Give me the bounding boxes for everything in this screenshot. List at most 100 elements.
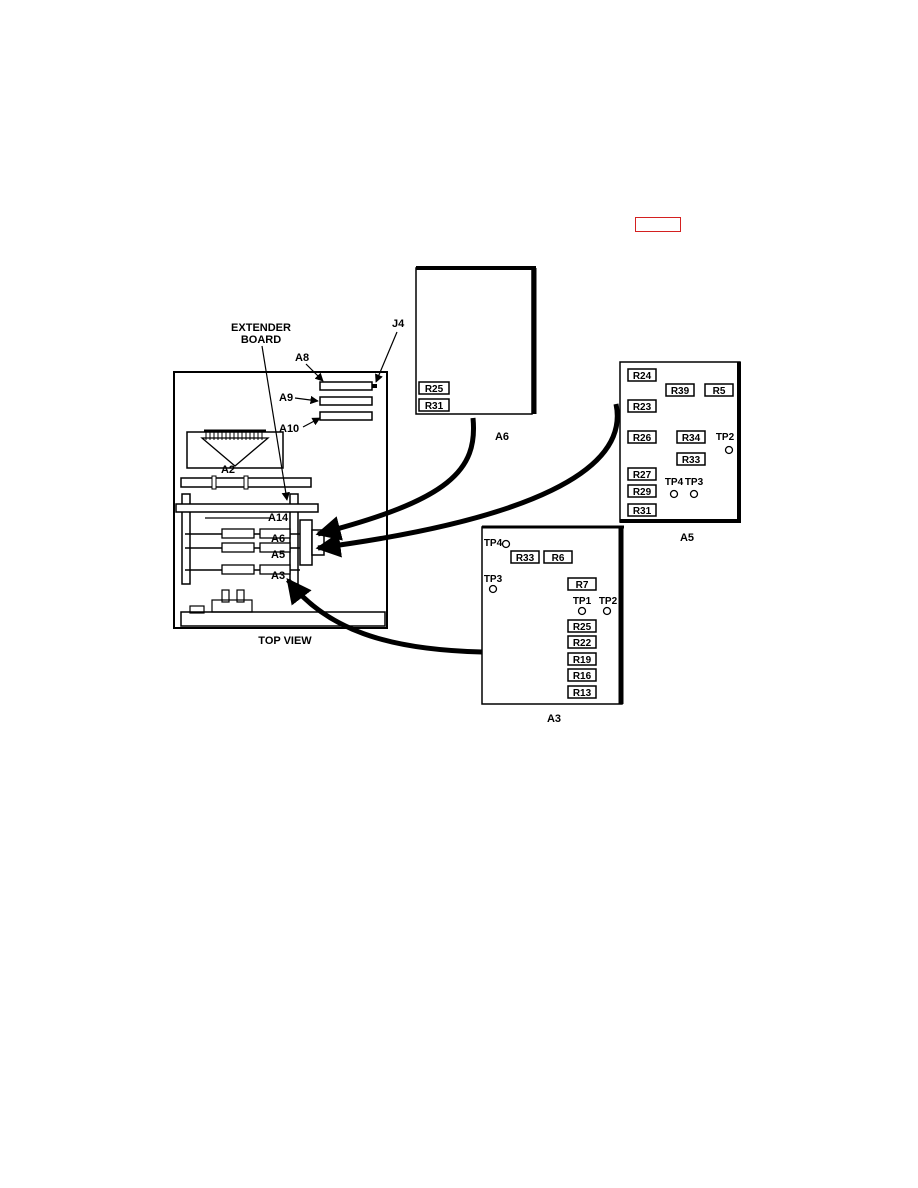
extender-board-leader [261,345,290,501]
a5-tp2-point [724,445,734,455]
a10-leader [302,417,321,428]
a5-board-label: A5 [680,532,694,544]
a2-triangle [200,437,270,467]
a3-r33 [510,550,540,564]
extender-board-label-1: EXTENDER [231,322,291,334]
a6-board-label: A6 [495,431,509,443]
a9-label: A9 [279,392,293,404]
a8-leader [305,363,324,382]
a3-tp4-label: TP4 [484,538,503,549]
a3-r19 [567,652,597,666]
extender-board-label-2: BOARD [241,334,281,346]
a5-r29 [627,484,657,498]
a3-tp3-point [488,584,498,594]
chassis-post [221,589,230,603]
a3-r6 [543,550,573,564]
chassis-foot [189,605,205,614]
a5-r34 [676,430,706,444]
a5-r26 [627,430,657,444]
extender-board [175,503,319,513]
a3-tp4-point [501,539,511,549]
a5-r33 [676,452,706,466]
chassis-post [236,589,245,603]
a3-r13 [567,685,597,699]
board-a3: TP4 R33 R6 TP3 R7 TP1 TP2 R25 R22 R19 R1… [481,525,624,725]
card-slot-a6 [185,528,300,539]
a5-r5 [704,383,734,397]
slot-a8 [319,381,373,391]
a5-slot-label: A5 [271,549,285,561]
a5-r27 [627,467,657,481]
a5-tp4-label: TP4 [665,477,684,488]
a3-r7-label: R7 [576,580,589,591]
slot-a9 [319,396,373,406]
chassis-top-view: EXTENDER BOARD J4 A8 A9 A10 A2 A14 A6 A5… [173,318,405,647]
a5-r5-label: R5 [713,386,726,397]
a14-label: A14 [268,512,289,524]
a6-r31-label: R31 [425,401,444,412]
a5-tp3-point [689,489,699,499]
board-a6: R25 R31 A6 [415,266,537,443]
a5-r39-label: R39 [671,386,690,397]
a3-r22 [567,635,597,649]
a6-slot-label: A6 [271,533,285,545]
a3-tp1-label: TP1 [573,596,592,607]
a10-label: A10 [279,423,299,435]
a3-board-label: A3 [547,713,561,725]
a5-r39 [665,383,695,397]
a5-r34-label: R34 [682,433,701,444]
a9-leader [294,395,319,405]
a2-label: A2 [221,464,235,476]
a5-r29-label: R29 [633,487,652,498]
a5-r31 [627,503,657,517]
a2-clip [243,475,249,490]
chassis-base [180,611,386,627]
board-a5: R24 R39 R5 R23 R26 R34 TP2 R33 R27 TP4 T… [619,361,741,544]
a3-tp3-label: TP3 [484,574,503,585]
arrow-a3-to-slot [286,578,483,655]
a5-r27-label: R27 [633,470,652,481]
j4-label: J4 [392,318,405,330]
a3-r6-label: R6 [552,553,565,564]
a5-r33-label: R33 [682,455,701,466]
a3-r16-label: R16 [573,671,592,682]
chassis-bracket [211,599,253,613]
a5-r31-label: R31 [633,506,652,517]
a3-r7 [567,577,597,591]
arrow-a6-to-slot [315,417,477,541]
figure-link-box[interactable] [635,217,681,232]
a2-clip [211,475,217,490]
card-slot-a3 [185,564,300,575]
j4-leader [375,331,398,383]
a5-r23 [627,399,657,413]
a8-label: A8 [295,352,309,364]
a3-r33-label: R33 [516,553,535,564]
a5-r24-label: R24 [633,371,652,382]
a3-tp2-point [602,606,612,616]
a5-r24 [627,368,657,382]
a6-r31 [418,398,450,412]
a3-r13-label: R13 [573,688,592,699]
a2-pins [204,429,266,440]
a3-r22-label: R22 [573,638,592,649]
slot-a10 [319,411,373,421]
a3-tp1-point [577,606,587,616]
a3-tp2-label: TP2 [599,596,618,607]
a5-r26-label: R26 [633,433,652,444]
a3-r25-label: R25 [573,622,592,633]
a5-tp4-point [669,489,679,499]
a6-r25-label: R25 [425,384,444,395]
j4-connector [372,384,377,388]
a3-r19-label: R19 [573,655,592,666]
chassis-outline [173,371,388,629]
card-slot-a5 [185,542,300,553]
top-view-caption: TOP VIEW [258,635,312,647]
a3-r25 [567,619,597,633]
card-cage-left [181,493,191,585]
a5-tp3-label: TP3 [685,477,704,488]
a3-slot-label: A3 [271,570,285,582]
a3-r16 [567,668,597,682]
arrow-a5-to-slot [315,403,620,558]
a6-r25 [418,381,450,395]
